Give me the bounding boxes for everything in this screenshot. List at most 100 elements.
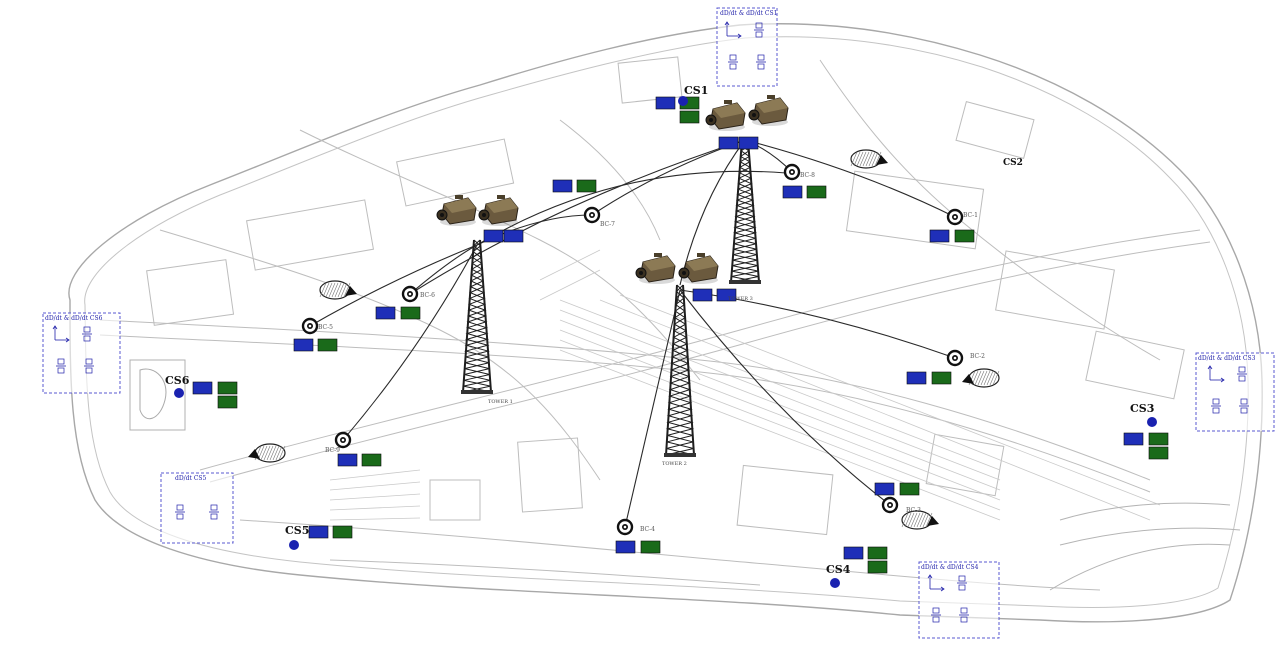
cs-label-cs5: CS5	[285, 524, 309, 537]
fraction-glyph	[56, 358, 66, 374]
green-status-block	[899, 482, 920, 496]
green-status-block	[317, 338, 338, 352]
green-status-block	[679, 110, 700, 124]
sensor-cable	[679, 289, 891, 506]
sensor-tag: BC-8	[800, 172, 815, 179]
fraction-glyph	[175, 504, 185, 520]
blue-status-block	[375, 306, 396, 320]
cs-label-cs6: CS6	[165, 374, 190, 387]
fraction-glyph	[84, 358, 94, 374]
fraction-glyph	[957, 575, 967, 591]
green-status-block	[806, 185, 827, 199]
field-station-icon	[901, 510, 939, 530]
fraction-glyph	[1237, 366, 1247, 382]
blue-status-block	[718, 136, 739, 150]
sensor-cable	[409, 139, 746, 295]
sensor-coil-icon	[301, 317, 319, 335]
equation-box-cs5: dD/dt CS5	[160, 472, 234, 544]
blue-status-block	[308, 525, 329, 539]
tower-icon	[729, 139, 761, 284]
equation-box-title: dD/dt & dD/dt CS6	[45, 315, 103, 322]
station-dot-icon	[678, 96, 688, 106]
fraction-glyph	[1239, 398, 1249, 414]
green-status-block	[640, 540, 661, 554]
camera-icon	[436, 195, 477, 226]
equation-box-title: dD/dt & dD/dt CS4	[921, 564, 979, 571]
equation-boxes-layer: dD/dt & dD/dt CS1 dD/dt & dD/dt CS3 dD/d…	[42, 7, 1275, 639]
blue-status-block	[738, 136, 759, 150]
station-dot-icon	[830, 578, 840, 588]
blue-status-block	[655, 96, 676, 110]
sensor-tag: BC-9	[325, 447, 340, 454]
sensor-tag: BC-5	[318, 324, 333, 331]
camera-icon	[478, 195, 519, 226]
sensor-tag: BC-6	[420, 292, 435, 299]
blue-status-block	[1123, 432, 1144, 446]
sensor-tags-layer: BC-1 BC-2 BC-3 BC-4 BC-5 BC-6 BC-7 BC-8 …	[318, 172, 985, 533]
sensor-cable	[409, 244, 478, 295]
cs-label-cs2: CS2	[1003, 158, 1023, 168]
axes-icon	[724, 21, 742, 39]
camera-icon	[748, 95, 789, 126]
equation-box-cs4: dD/dt & dD/dt CS4	[918, 561, 1000, 639]
blue-status-block	[906, 371, 927, 385]
sensor-tag: BC-3	[906, 507, 921, 514]
blue-status-block	[874, 482, 895, 496]
axes-icon	[1207, 365, 1225, 383]
green-status-block	[931, 371, 952, 385]
green-status-block	[332, 525, 353, 539]
green-status-block	[954, 229, 975, 243]
blue-status-block	[293, 338, 314, 352]
station-dot-icon	[289, 540, 299, 550]
field-station-icon	[248, 443, 286, 463]
sensor-coil-icon	[583, 206, 601, 224]
sensor-tag: BC-2	[970, 353, 985, 360]
tower-icon	[461, 239, 493, 394]
fraction-glyph	[959, 607, 969, 623]
fraction-glyph	[82, 326, 92, 342]
equation-box-title: dD/dt & dD/dt CS3	[1198, 355, 1256, 362]
sensor-cable	[679, 289, 956, 359]
fraction-glyph	[754, 22, 764, 38]
sensor-cable	[342, 244, 478, 441]
green-status-block	[361, 453, 382, 467]
green-status-block	[217, 381, 238, 395]
blue-status-block	[483, 229, 504, 243]
sensor-tag: BC-1	[963, 212, 978, 219]
sensor-coil-icon	[881, 496, 899, 514]
cs-label-cs1: CS1	[684, 84, 708, 97]
fraction-glyph	[728, 54, 738, 70]
equation-box-title: dD/dt & dD/dt CS1	[720, 10, 777, 17]
towers-layer	[461, 139, 761, 457]
tower-label: TOWER 2	[662, 461, 687, 467]
camera-stations-layer: CS1 CS2 CS3 CS4 CS5 CS6	[165, 84, 1157, 588]
axes-icon	[927, 574, 945, 592]
sensor-tag: BC-4	[640, 526, 655, 533]
camera-icon	[705, 100, 746, 131]
fraction-glyph	[1211, 398, 1221, 414]
blue-status-block	[192, 381, 213, 395]
blue-status-block	[716, 288, 737, 302]
green-status-block	[1148, 432, 1169, 446]
blue-status-block	[337, 453, 358, 467]
sensor-coil-icon	[946, 349, 964, 367]
blue-status-block	[503, 229, 524, 243]
tower-label: TOWER 3	[728, 296, 753, 302]
blue-status-block	[843, 546, 864, 560]
field-stations-layer	[248, 149, 1000, 530]
green-status-block	[867, 546, 888, 560]
equation-box-cs6: dD/dt & dD/dt CS6	[42, 312, 121, 394]
field-station-icon	[319, 280, 357, 300]
blue-status-block	[929, 229, 950, 243]
tower-label: TOWER 1	[488, 399, 513, 405]
equation-box-cs3: dD/dt & dD/dt CS3	[1195, 352, 1275, 432]
green-status-block	[1148, 446, 1169, 460]
blue-status-block	[782, 185, 803, 199]
cs-label-cs3: CS3	[1130, 402, 1154, 415]
blue-status-block	[692, 288, 713, 302]
sensor-cable	[309, 244, 478, 327]
fraction-glyph	[931, 607, 941, 623]
camera-icon	[635, 253, 676, 284]
